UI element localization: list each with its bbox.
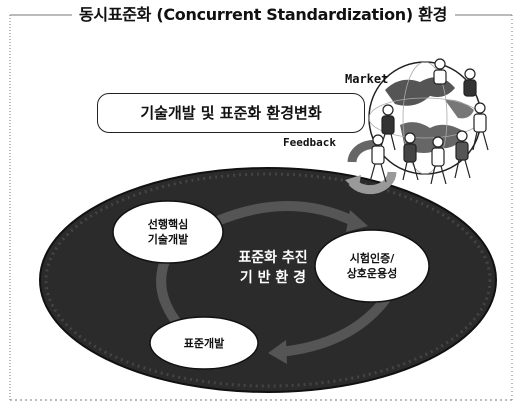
globe-icon — [368, 61, 482, 175]
page-title: 동시표준화 (Concurrent Standardization) 환경 — [78, 2, 448, 28]
node-std-dev — [149, 316, 259, 370]
feedback-label: Feedback — [283, 136, 336, 149]
node-leading-tech-label: 선행핵심 기술개발 — [128, 217, 208, 247]
node-std-dev-line1: 표준개발 — [183, 337, 225, 350]
people-circle-icon — [369, 58, 489, 185]
frame-border — [9, 14, 513, 401]
environment-change-banner: 기술개발 및 표준화 환경변화 — [97, 93, 365, 133]
node-leading-tech-line2: 기술개발 — [147, 233, 189, 246]
center-label: 표준화 추진 기 반 환 경 — [218, 248, 328, 288]
center-label-line2: 기 반 환 경 — [239, 270, 307, 286]
node-testing-line1: 시험인증/ — [349, 252, 395, 265]
node-std-dev-label: 표준개발 — [164, 336, 244, 351]
center-label-line1: 표준화 추진 — [238, 250, 308, 266]
environment-ellipse-texture — [44, 172, 492, 388]
node-testing-line2: 상호운용성 — [346, 267, 398, 280]
node-testing-label: 시험인증/ 상호운용성 — [327, 251, 417, 281]
node-testing — [314, 229, 430, 303]
node-leading-tech-line1: 선행핵심 — [147, 218, 189, 231]
node-leading-tech — [112, 200, 224, 264]
market-label: Market — [345, 72, 389, 86]
